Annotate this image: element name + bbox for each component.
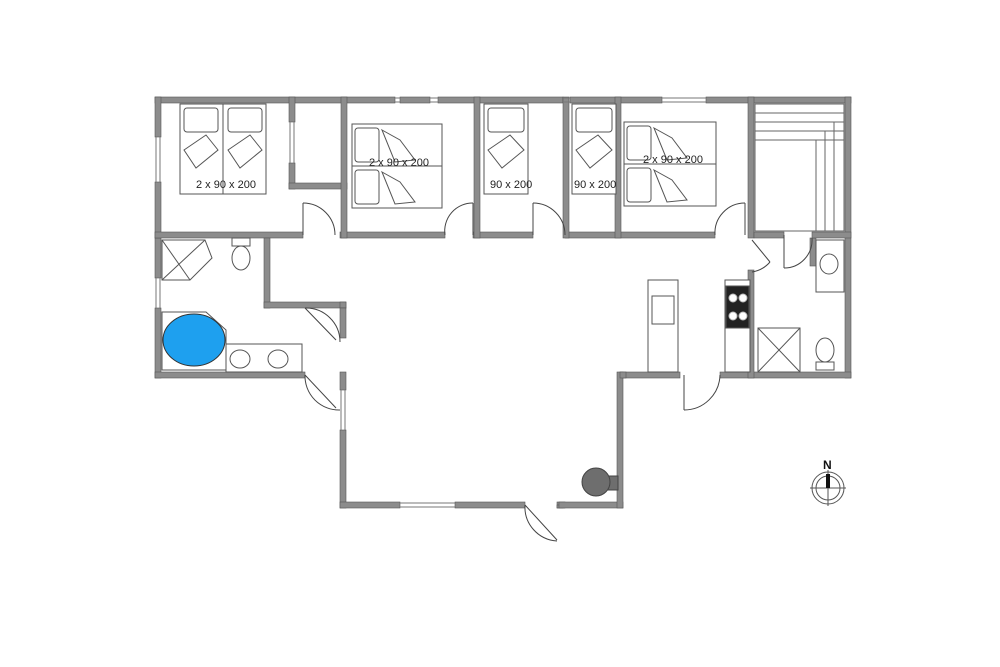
beds <box>179 103 717 209</box>
bedroom-2-label: 2 x 90 x 200 <box>369 157 429 169</box>
bedroom-5-label: 2 x 90 x 200 <box>643 154 703 166</box>
fireplace <box>581 467 619 497</box>
bedroom-3-label: 90 x 200 <box>490 179 532 191</box>
bathroom-1-fixtures <box>161 237 303 373</box>
kitchen-fixtures <box>647 279 751 373</box>
compass: N <box>810 458 846 506</box>
bedroom-4-label: 90 x 200 <box>574 179 616 191</box>
bedroom-1-label: 2 x 90 x 200 <box>196 179 256 191</box>
compass-needle-icon <box>826 474 830 488</box>
compass-north-label: N <box>823 458 832 472</box>
walls <box>154 96 852 509</box>
windows <box>155 97 706 508</box>
sauna-bench <box>754 103 845 232</box>
doors <box>302 202 813 542</box>
bathroom-2-fixtures <box>757 239 845 373</box>
bed-labels: 2 x 90 x 200 2 x 90 x 200 90 x 200 90 x … <box>196 154 703 191</box>
